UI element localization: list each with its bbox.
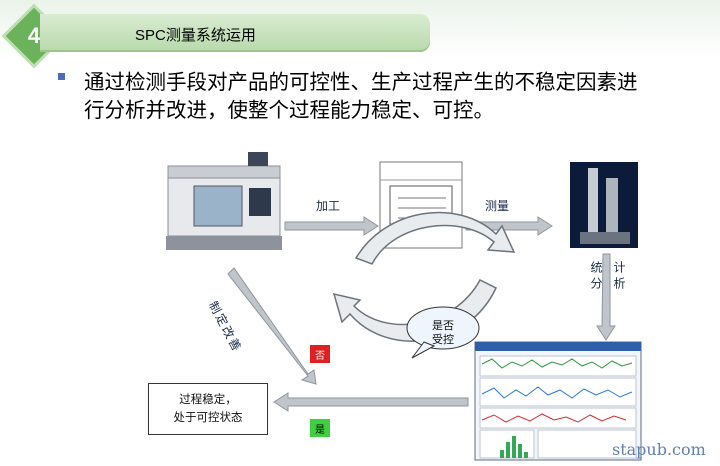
- page-title: SPC测量系统运用: [135, 27, 256, 44]
- label-statistics-bottom: 计析: [612, 261, 626, 293]
- control-question-bubble: [406, 306, 480, 359]
- cnc-machine-icon: [166, 152, 282, 250]
- diagram-graphics: [166, 152, 642, 461]
- label-statistics-top: 统分: [589, 261, 603, 293]
- square-bullet-icon: [58, 73, 65, 80]
- control-question-text: 是否 受控: [420, 319, 466, 347]
- slide-number-badge: 4: [4, 6, 64, 66]
- flow-arrows: [227, 216, 616, 412]
- yes-tag: 是: [310, 419, 330, 437]
- status-line1: 过程稳定，: [179, 394, 237, 406]
- arrow-analysis-to-status: [273, 392, 469, 412]
- slide-number: 4: [27, 23, 41, 48]
- stable-status-box: 过程稳定， 处于可控状态: [148, 383, 268, 435]
- spc-analysis-screen-icon: [474, 341, 642, 461]
- label-machining: 加工: [316, 199, 341, 213]
- bullet-paragraph: 通过检测手段对产品的可控性、生产过程产生的不稳定因素进 行分析并改进，使整个过程…: [58, 68, 720, 124]
- arrow-improve-to-machine: [227, 267, 317, 385]
- spc-process-diagram: 加工 测量 统分 计析 制定改善 是否 受控 否 是 过程稳定， 处于可控状态: [128, 138, 648, 461]
- measuring-instrument-icon: [570, 162, 638, 248]
- control-question-line2: 受控: [432, 334, 454, 346]
- no-tag: 否: [310, 345, 330, 363]
- watermark: stapub.com: [612, 440, 706, 459]
- label-measure: 测量: [485, 199, 510, 213]
- title-bar: SPC测量系统运用: [40, 14, 430, 52]
- bullet-text-line2: 行分析并改进，使整个过程能力稳定、可控。: [84, 98, 494, 122]
- status-line2: 处于可控状态: [173, 412, 243, 424]
- arrow-measure-to-analysis: [596, 253, 616, 341]
- arrow-machining-to-drawing: [284, 216, 379, 236]
- control-question-line1: 是否: [432, 320, 454, 332]
- bullet-text-line1: 通过检测手段对产品的可控性、生产过程产生的不稳定因素进: [84, 70, 638, 94]
